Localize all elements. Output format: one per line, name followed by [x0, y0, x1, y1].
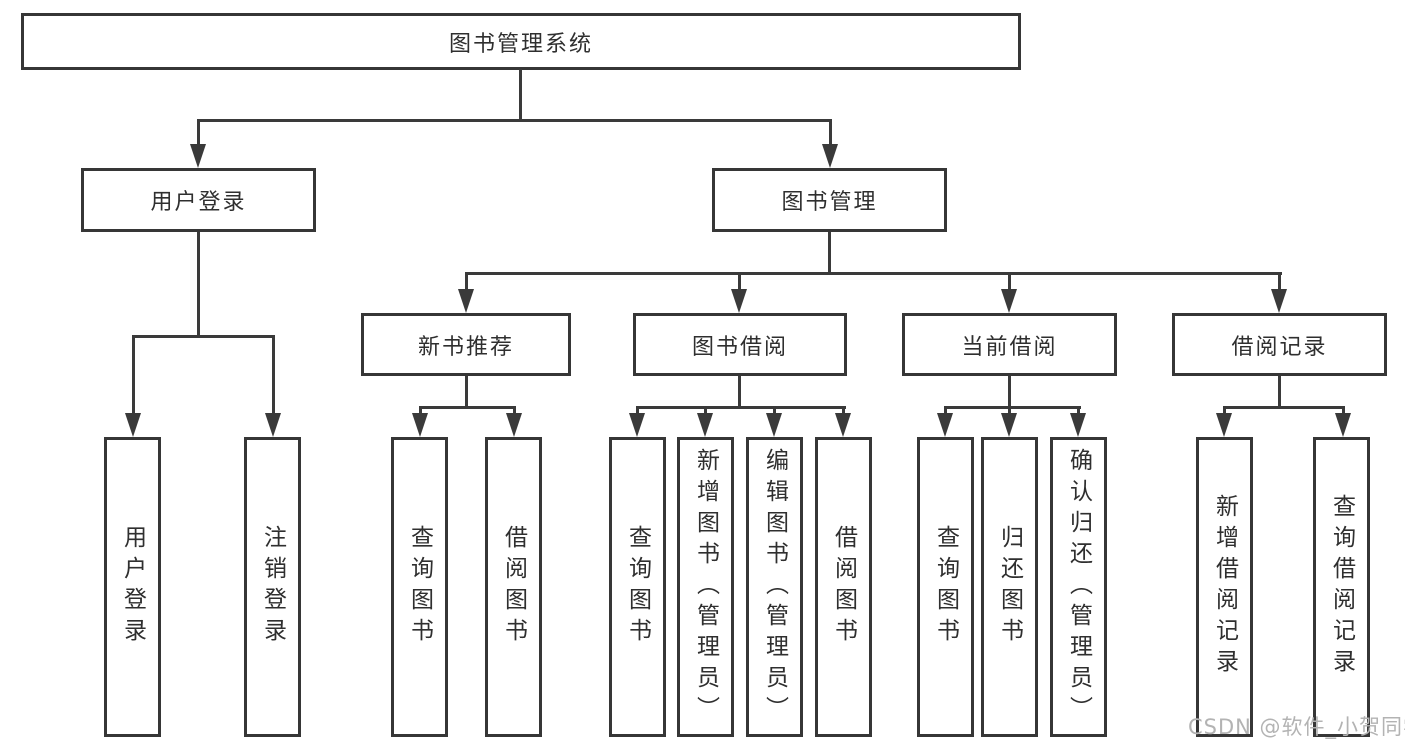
connector-line: [1077, 406, 1080, 416]
leaf-confirm-return-admin: 确认归还（管理员）: [1050, 437, 1107, 737]
arrow-down-icon: [412, 413, 428, 437]
leaf-borrow-book-newbook: 借阅图书: [485, 437, 542, 737]
arrow-down-icon: [629, 413, 645, 437]
arrow-down-icon: [1001, 413, 1017, 437]
connector-line: [636, 406, 639, 416]
connector-line: [829, 119, 832, 149]
arrow-down-icon: [506, 413, 522, 437]
node-new-book-recommend: 新书推荐: [361, 313, 571, 376]
connector-line: [1008, 272, 1011, 292]
leaf-borrow-book: 借阅图书: [815, 437, 872, 737]
arrow-down-icon: [265, 413, 281, 437]
arrow-down-icon: [458, 289, 474, 313]
node-current-borrow: 当前借阅: [902, 313, 1117, 376]
arrow-down-icon: [937, 413, 953, 437]
arrow-down-icon: [1070, 413, 1086, 437]
arrow-down-icon: [731, 289, 747, 313]
connector-line: [1008, 406, 1011, 416]
leaf-query-book-current: 查询图书: [917, 437, 974, 737]
connector-line: [419, 406, 516, 409]
connector-line: [197, 119, 832, 122]
connector-line: [519, 69, 522, 120]
arrow-down-icon: [1216, 413, 1232, 437]
leaf-user-login: 用户登录: [104, 437, 161, 737]
connector-line: [738, 272, 741, 292]
connector-line: [132, 335, 275, 338]
arrow-down-icon: [766, 413, 782, 437]
connector-line: [1342, 406, 1345, 416]
connector-line: [465, 376, 468, 409]
leaf-add-book-admin: 新增图书（管理员）: [677, 437, 734, 737]
leaf-query-borrow-record: 查询借阅记录: [1313, 437, 1370, 737]
arrow-down-icon: [1271, 289, 1287, 313]
connector-line: [1223, 406, 1226, 416]
connector-line: [465, 272, 468, 292]
connector-line: [513, 406, 516, 416]
connector-line: [197, 119, 200, 149]
connector-line: [738, 376, 741, 409]
leaf-edit-book-admin: 编辑图书（管理员）: [746, 437, 803, 737]
leaf-query-book-borrow: 查询图书: [609, 437, 666, 737]
node-root-system: 图书管理系统: [21, 13, 1021, 70]
arrow-down-icon: [822, 144, 838, 168]
connector-line: [944, 406, 1081, 409]
arrow-down-icon: [1001, 289, 1017, 313]
connector-line: [1008, 376, 1011, 409]
connector-line: [465, 272, 1282, 275]
connector-line: [1223, 406, 1345, 409]
connector-line: [197, 232, 200, 336]
connector-line: [842, 406, 845, 416]
connector-line: [419, 406, 422, 416]
connector-line: [636, 406, 846, 409]
leaf-logout: 注销登录: [244, 437, 301, 737]
node-book-borrow: 图书借阅: [633, 313, 847, 376]
leaf-query-book-newbook: 查询图书: [391, 437, 448, 737]
node-borrow-record: 借阅记录: [1172, 313, 1387, 376]
connector-line: [773, 406, 776, 416]
connector-line: [828, 232, 831, 275]
connector-line: [1278, 272, 1281, 292]
arrow-down-icon: [697, 413, 713, 437]
connector-line: [272, 335, 275, 415]
node-user-login: 用户登录: [81, 168, 316, 232]
arrow-down-icon: [835, 413, 851, 437]
arrow-down-icon: [125, 413, 141, 437]
connector-line: [1278, 376, 1281, 409]
connector-line: [704, 406, 707, 416]
arrow-down-icon: [190, 144, 206, 168]
leaf-add-borrow-record: 新增借阅记录: [1196, 437, 1253, 737]
connector-line: [132, 335, 135, 415]
leaf-return-book: 归还图书: [981, 437, 1038, 737]
node-book-management: 图书管理: [712, 168, 947, 232]
csdn-watermark: CSDN @软件_小贺同学: [1188, 715, 1405, 739]
arrow-down-icon: [1335, 413, 1351, 437]
connector-line: [944, 406, 947, 416]
